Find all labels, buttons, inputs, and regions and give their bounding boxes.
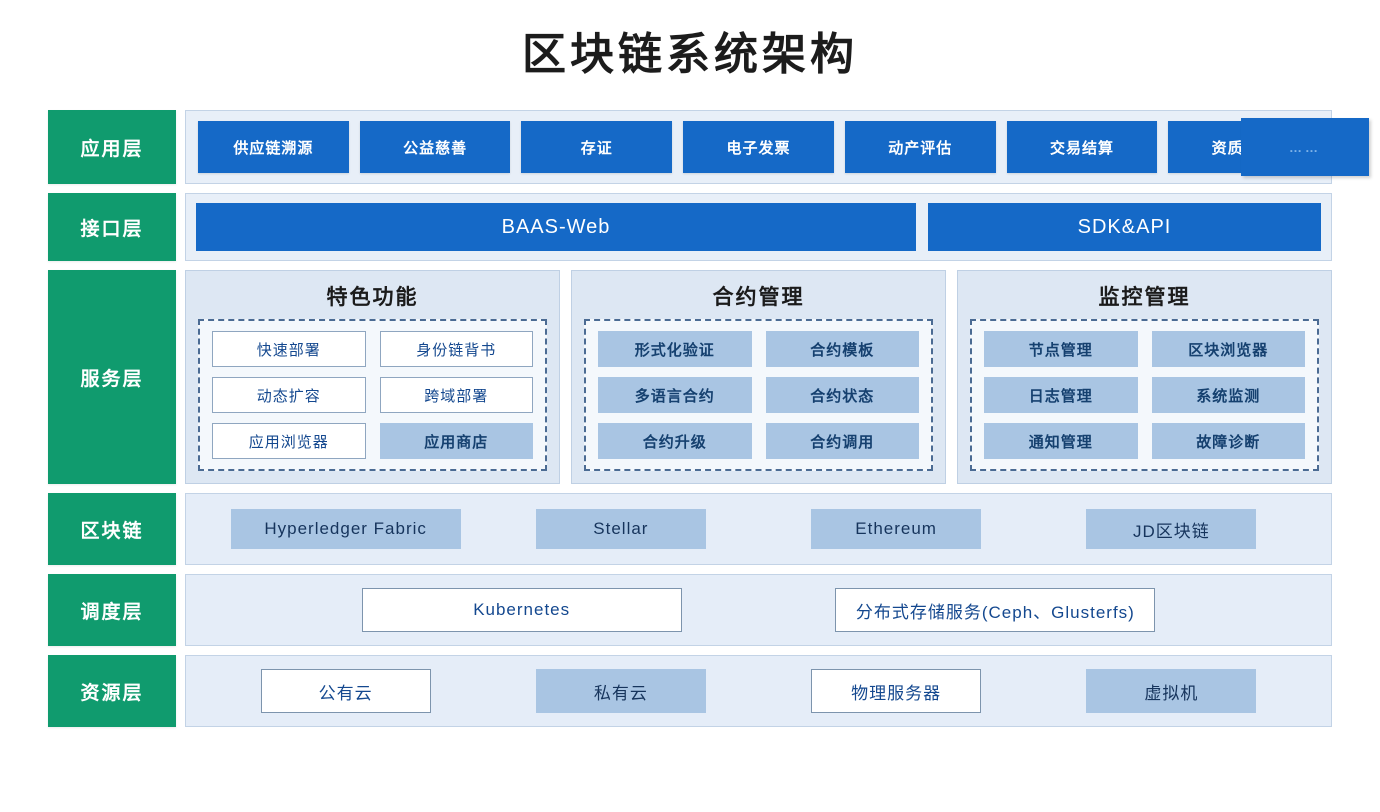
resource-item-public-cloud[interactable]: 公有云 (260, 669, 431, 713)
panel-items-monitoring: 节点管理 区块浏览器 日志管理 系统监测 通知管理 故障诊断 (970, 319, 1319, 471)
title-bar: 区块链系统架构 (0, 0, 1380, 100)
monitor-item-log-management[interactable]: 日志管理 (984, 377, 1138, 413)
layer-body-scheduling: Kubernetes 分布式存储服务(Ceph、Glusterfs) (185, 574, 1332, 646)
page-title: 区块链系统架构 (522, 29, 858, 80)
monitor-item-fault-diagnosis[interactable]: 故障诊断 (1151, 423, 1305, 459)
app-item-charity[interactable]: 公益慈善 (359, 121, 511, 173)
scheduling-slot-2: 分布式存储服务(Ceph、Glusterfs) (835, 588, 1156, 632)
app-item-trade-settlement[interactable]: 交易结算 (1006, 121, 1158, 173)
resource-item-private-cloud[interactable]: 私有云 (535, 669, 706, 713)
monitor-item-system-monitoring[interactable]: 系统监测 (1151, 377, 1305, 413)
layer-label-interface: 接口层 (48, 193, 176, 261)
service-panel-monitoring: 监控管理 节点管理 区块浏览器 日志管理 系统监测 通知管理 故障诊断 (957, 270, 1332, 484)
blockchain-slot-3: Ethereum (759, 509, 1034, 549)
app-item-more[interactable]: …… (1241, 118, 1369, 176)
scheduling-item-kubernetes[interactable]: Kubernetes (361, 588, 682, 632)
panel-title-monitoring: 监控管理 (1098, 285, 1191, 309)
layer-label-application: 应用层 (48, 110, 176, 184)
feature-item-dynamic-scaling[interactable]: 动态扩容 (212, 377, 366, 413)
layer-row-blockchain: 区块链 Hyperledger Fabric Stellar Ethereum … (48, 493, 1332, 565)
resource-slot-1: 公有云 (208, 669, 483, 713)
contract-item-state[interactable]: 合约状态 (765, 377, 919, 413)
scheduling-slot-1: Kubernetes (361, 588, 682, 632)
layer-row-scheduling: 调度层 Kubernetes 分布式存储服务(Ceph、Glusterfs) (48, 574, 1332, 646)
feature-item-app-store[interactable]: 应用商店 (379, 423, 533, 459)
monitor-item-block-explorer[interactable]: 区块浏览器 (1151, 331, 1305, 367)
resource-slot-3: 物理服务器 (759, 669, 1034, 713)
interface-items: BAAS-Web SDK&API (196, 203, 1321, 251)
monitor-item-node-management[interactable]: 节点管理 (984, 331, 1138, 367)
architecture-stack: 应用层 供应链溯源 公益慈善 存证 电子发票 动产评估 交易结算 资质备案 ……… (48, 110, 1369, 727)
service-panel-contract: 合约管理 形式化验证 合约模板 多语言合约 合约状态 合约升级 合约调用 (571, 270, 946, 484)
contract-item-template[interactable]: 合约模板 (765, 331, 919, 367)
layer-body-resource: 公有云 私有云 物理服务器 虚拟机 (185, 655, 1332, 727)
layer-label-resource: 资源层 (48, 655, 176, 727)
panel-items-contract: 形式化验证 合约模板 多语言合约 合约状态 合约升级 合约调用 (584, 319, 933, 471)
contract-item-invoke[interactable]: 合约调用 (765, 423, 919, 459)
feature-item-identity-chain-endorsement[interactable]: 身份链背书 (379, 331, 533, 367)
layer-body-blockchain: Hyperledger Fabric Stellar Ethereum JD区块… (185, 493, 1332, 565)
blockchain-slot-1: Hyperledger Fabric (208, 509, 483, 549)
application-items: 供应链溯源 公益慈善 存证 电子发票 动产评估 交易结算 资质备案 (198, 121, 1320, 173)
panel-title-contract: 合约管理 (712, 285, 805, 309)
layer-row-application: 应用层 供应链溯源 公益慈善 存证 电子发票 动产评估 交易结算 资质备案 …… (48, 110, 1369, 184)
contract-item-upgrade[interactable]: 合约升级 (598, 423, 752, 459)
layer-label-service: 服务层 (48, 270, 176, 484)
blockchain-item-stellar[interactable]: Stellar (535, 509, 706, 549)
blockchain-item-ethereum[interactable]: Ethereum (811, 509, 982, 549)
panel-title-features: 特色功能 (326, 285, 419, 309)
feature-item-app-browser[interactable]: 应用浏览器 (212, 423, 366, 459)
layer-label-scheduling: 调度层 (48, 574, 176, 646)
panel-items-features: 快速部署 身份链背书 动态扩容 跨域部署 应用浏览器 应用商店 (198, 319, 547, 471)
layer-body-interface: BAAS-Web SDK&API (185, 193, 1332, 261)
feature-item-cross-domain-deploy[interactable]: 跨域部署 (379, 377, 533, 413)
resource-item-physical-server[interactable]: 物理服务器 (811, 669, 982, 713)
interface-item-baas-web[interactable]: BAAS-Web (196, 203, 916, 251)
blockchain-item-jd-blockchain[interactable]: JD区块链 (1086, 509, 1257, 549)
contract-item-formal-verification[interactable]: 形式化验证 (598, 331, 752, 367)
blockchain-slot-4: JD区块链 (1034, 509, 1309, 549)
layer-row-service: 服务层 特色功能 快速部署 身份链背书 动态扩容 跨域部署 应用浏览器 应用商店… (48, 270, 1332, 484)
resource-slot-2: 私有云 (483, 669, 758, 713)
layer-body-service: 特色功能 快速部署 身份链背书 动态扩容 跨域部署 应用浏览器 应用商店 合约管… (185, 270, 1332, 484)
scheduling-item-distributed-storage[interactable]: 分布式存储服务(Ceph、Glusterfs) (835, 588, 1156, 632)
layer-label-blockchain: 区块链 (48, 493, 176, 565)
blockchain-item-hyperledger-fabric[interactable]: Hyperledger Fabric (230, 509, 461, 549)
app-item-supply-chain[interactable]: 供应链溯源 (198, 121, 349, 173)
resource-item-virtual-machine[interactable]: 虚拟机 (1086, 669, 1257, 713)
app-item-e-invoice[interactable]: 电子发票 (683, 121, 834, 173)
app-item-evidence[interactable]: 存证 (521, 121, 673, 173)
service-panel-features: 特色功能 快速部署 身份链背书 动态扩容 跨域部署 应用浏览器 应用商店 (185, 270, 560, 484)
monitor-item-notification-management[interactable]: 通知管理 (984, 423, 1138, 459)
interface-item-sdk-api[interactable]: SDK&API (928, 203, 1321, 251)
layer-body-application: 供应链溯源 公益慈善 存证 电子发票 动产评估 交易结算 资质备案 …… (185, 110, 1369, 184)
layer-row-resource: 资源层 公有云 私有云 物理服务器 虚拟机 (48, 655, 1332, 727)
blockchain-slot-2: Stellar (483, 509, 758, 549)
contract-item-multi-language[interactable]: 多语言合约 (598, 377, 752, 413)
feature-item-quick-deploy[interactable]: 快速部署 (212, 331, 366, 367)
resource-slot-4: 虚拟机 (1034, 669, 1309, 713)
app-item-asset-valuation[interactable]: 动产评估 (844, 121, 996, 173)
layer-row-interface: 接口层 BAAS-Web SDK&API (48, 193, 1332, 261)
